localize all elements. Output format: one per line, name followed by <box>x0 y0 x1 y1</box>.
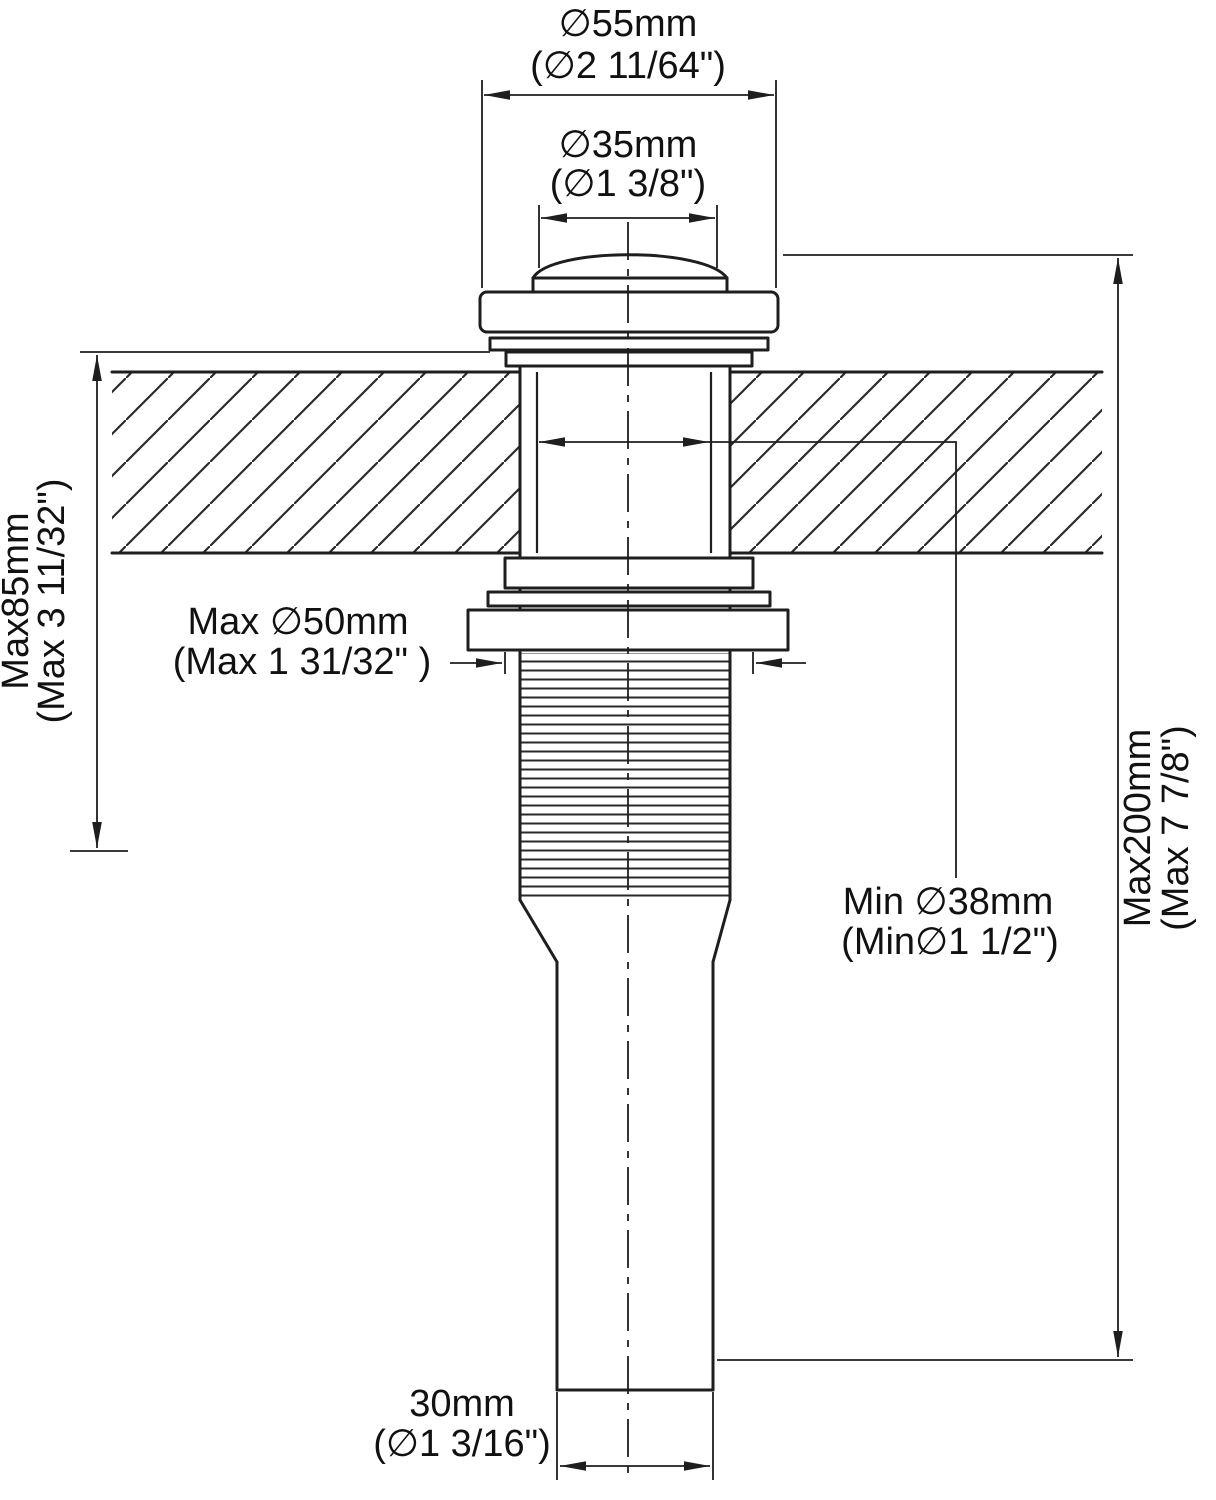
dim-deck-thickness: Max85mm (Max 3 11/32") <box>0 351 490 852</box>
tailpipe <box>518 898 732 1392</box>
dim-hole-imperial: (Min∅1 1/2") <box>841 921 1059 963</box>
dim-cap-inner: ∅35mm (∅1 3/8") <box>538 124 718 268</box>
top-flange-gaskets <box>488 336 770 368</box>
counter-hatch-left <box>112 372 520 553</box>
counter-hatch-right <box>730 372 1102 553</box>
dim-cap-inner-imperial: (∅1 3/8") <box>550 163 706 205</box>
friction-washer <box>486 590 772 608</box>
dim-tailpipe-diameter: 30mm (∅1 3/16") <box>373 1383 714 1480</box>
dim-tailpipe-imperial: (∅1 3/16") <box>373 1423 551 1465</box>
gasket-upper <box>488 336 770 352</box>
taper-left <box>518 898 559 964</box>
gasket-lower <box>504 350 754 368</box>
dim-cap-outer-imperial: (∅2 11/64") <box>530 45 726 87</box>
dim-tailpipe-metric: 30mm <box>409 1383 515 1425</box>
dim-overall-metric: Max200mm <box>1117 729 1159 928</box>
dim-cap-inner-metric: ∅35mm <box>559 124 698 166</box>
threaded-section <box>518 648 732 902</box>
thread-lines <box>521 653 729 900</box>
dim-deck-imperial: (Max 3 11/32") <box>31 478 73 723</box>
dim-cap-outer: ∅55mm (∅2 11/64") <box>481 3 777 288</box>
dim-deck-metric: Max85mm <box>0 512 37 689</box>
under-counter-shoulder <box>503 556 755 590</box>
drain-cap <box>478 253 780 334</box>
dim-overall-imperial: (Max 7 7/8") <box>1155 725 1197 931</box>
dim-overall-height: Max200mm (Max 7 7/8") <box>717 254 1197 1361</box>
dim-hole-metric: Min ∅38mm <box>843 881 1053 923</box>
taper-right <box>711 898 732 964</box>
countertop-cross-section <box>110 370 1104 555</box>
dim-flange-max: Max ∅50mm (Max 1 31/32" ) <box>173 601 806 683</box>
cap-rim <box>478 290 780 334</box>
leader-line <box>709 441 957 878</box>
dim-hole-min: Min ∅38mm (Min∅1 1/2") <box>539 437 1059 963</box>
dim-cap-outer-metric: ∅55mm <box>559 3 698 45</box>
dim-flange-metric: Max ∅50mm <box>187 601 408 643</box>
cap-dome <box>531 253 729 280</box>
dim-flange-imperial: (Max 1 31/32" ) <box>173 641 432 683</box>
